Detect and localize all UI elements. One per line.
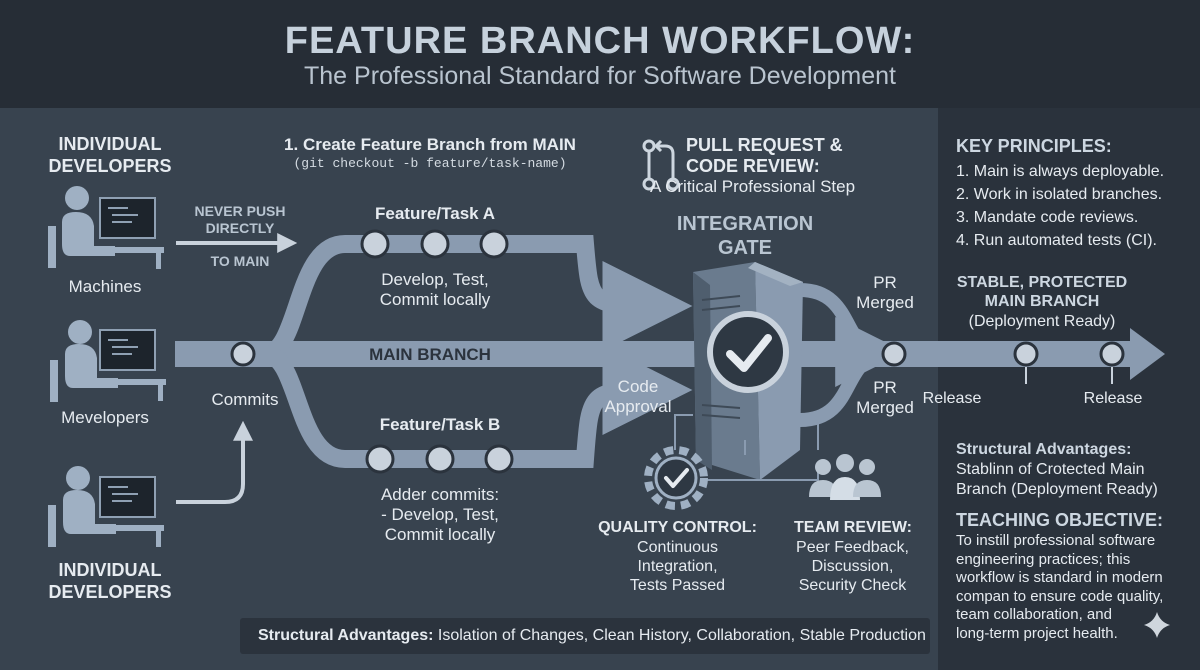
machines-label: Machines — [68, 277, 142, 296]
quality-control-desc: Continuous Integration, Tests Passed — [629, 539, 726, 594]
code-approval-label: Code Approval — [604, 377, 672, 416]
principle-item: 3. Mandate code reviews. — [956, 209, 1139, 226]
sparkle-icon — [1144, 612, 1170, 638]
feature-a-commit-node — [360, 229, 390, 259]
structural-advantages-desc: Stablinn of Crotected Main Branch (Deplo… — [956, 461, 1158, 498]
feature-b-desc: Adder commits: - Develop, Test, Commit l… — [380, 485, 500, 544]
team-side-connector — [802, 419, 819, 450]
teaching-objective-desc: To instill professional software enginee… — [956, 532, 1164, 642]
key-principles-title: KEY PRINCIPLES: — [956, 136, 1112, 156]
principle-item: 2. Work in isolated branches. — [956, 186, 1163, 203]
git-pull-request-icon — [642, 139, 680, 191]
feature-b-branch-path — [263, 345, 693, 468]
team-icon — [809, 454, 881, 500]
step1-title: 1. Create Feature Branch from MAIN — [284, 135, 576, 154]
header-band — [0, 0, 1200, 108]
pull-request-subtitle: A Critical Professional Step — [650, 177, 856, 196]
bottom-advantages-bar — [240, 618, 930, 654]
teaching-objective-title: TEACHING OBJECTIVE: — [956, 510, 1164, 530]
mevelopers-label: Mevelopers — [61, 408, 149, 427]
pull-request-title: PULL REQUEST & CODE REVIEW: — [686, 135, 843, 176]
developer-icon — [48, 186, 164, 269]
feature-a-branch-path — [263, 235, 693, 363]
gear-check-icon — [644, 446, 708, 510]
step1-command: (git checkout -b feature/task-name) — [293, 156, 567, 171]
merge-commit-node — [881, 341, 907, 367]
checkmark-icon — [707, 311, 789, 393]
to-main-label: TO MAIN — [210, 253, 270, 269]
main-branch-label: MAIN BRANCH — [369, 345, 491, 364]
stable-main-subtitle: (Deployment Ready) — [968, 313, 1116, 330]
pr-merged-bottom-path — [799, 349, 882, 427]
page-subtitle: The Professional Standard for Software D… — [304, 62, 896, 90]
commits-label: Commits — [211, 390, 279, 409]
feature-a-commit-node — [479, 229, 509, 259]
team-review-desc: Peer Feedback, Discussion, Security Chec… — [796, 539, 909, 594]
feature-a-title: Feature/Task A — [375, 204, 495, 223]
developers-bottom-heading: INDIVIDUAL DEVELOPERS — [48, 560, 172, 602]
pr-merged-top-label: PR Merged — [856, 273, 914, 312]
feature-b-commit-node — [425, 444, 455, 474]
integration-gate-title: INTEGRATION GATE — [676, 213, 814, 259]
feature-b-title: Feature/Task B — [379, 415, 501, 434]
release-commit-node — [1099, 341, 1125, 367]
commits-up-arrow — [176, 420, 253, 504]
structural-advantages-title: Structural Advantages: — [956, 441, 1132, 458]
gate-base-connector — [700, 470, 819, 481]
right-panel — [938, 108, 1200, 670]
feature-b-commit-node — [484, 444, 514, 474]
bottom-advantages-label: Structural Advantages: — [258, 627, 434, 644]
bottom-advantages-text: Structural Advantages: Isolation of Chan… — [258, 627, 926, 645]
pr-merged-top-path — [799, 283, 906, 387]
quality-control-title: QUALITY CONTROL: — [598, 519, 757, 536]
team-review-title: TEAM REVIEW: — [794, 519, 912, 536]
principle-item: 1. Main is always deployable. — [956, 163, 1165, 180]
main-commit-node — [230, 341, 256, 367]
quality-connector — [674, 414, 693, 450]
release-commit-node — [1013, 341, 1039, 367]
developers-top-heading: INDIVIDUAL DEVELOPERS — [48, 134, 172, 176]
feature-a-commit-node — [420, 229, 450, 259]
release-label-1: Release — [922, 390, 982, 407]
key-principles-list: 1. Main is always deployable. 2. Work in… — [956, 160, 1191, 252]
bottom-advantages-body: Isolation of Changes, Clean History, Col… — [433, 627, 926, 644]
page-title: FEATURE BRANCH WORKFLOW: — [284, 20, 916, 62]
feature-a-desc: Develop, Test, Commit locally — [379, 270, 491, 309]
never-push-label: NEVER PUSH DIRECTLY — [194, 203, 286, 236]
principle-item: 4. Run automated tests (CI). — [956, 232, 1157, 249]
feature-b-commit-node — [365, 444, 395, 474]
developer-icon — [50, 320, 166, 402]
developer-icon — [48, 466, 164, 547]
pr-merged-bottom-label: PR Merged — [856, 378, 914, 417]
stable-main-title: STABLE, PROTECTED MAIN BRANCH — [956, 274, 1128, 310]
release-label-2: Release — [1083, 390, 1143, 407]
